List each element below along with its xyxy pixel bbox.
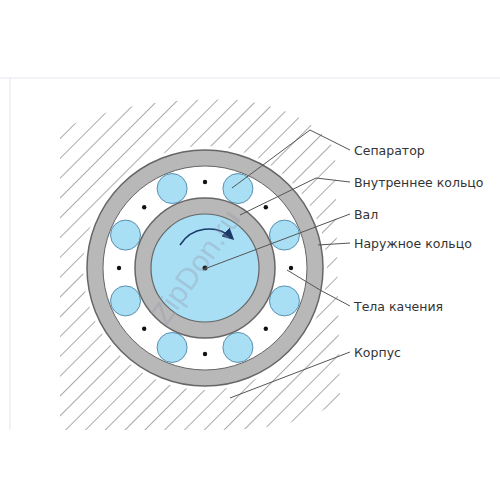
cage-rivet [203,180,207,184]
part-label: Наружное кольцо [354,236,472,251]
frame-line [0,78,500,79]
inner-ring [135,198,275,338]
outer-ring [87,150,323,386]
housing-hatch [60,99,340,430]
rolling-element [269,286,299,316]
rolling-element [157,332,187,362]
rolling-element [111,286,141,316]
leader-lines [207,130,350,398]
cage-rivet [142,205,146,209]
rolling-element [223,332,253,362]
part-label: Корпус [354,345,401,360]
cage-rivet [264,327,268,331]
cage-rivet [264,205,268,209]
rolling-element [223,174,253,204]
cage-rivet [142,327,146,331]
part-label: Внутреннее кольцо [354,175,483,190]
bearing-space [103,166,307,370]
rolling-element [157,174,187,204]
part-label: Вал [354,207,378,222]
cage-rivet [289,266,293,270]
cage-rivet [117,266,121,270]
frame-line [10,78,11,430]
rolling-element [111,220,141,250]
part-label: Сепаратор [354,143,425,158]
cage-rivet [203,352,207,356]
part-label: Тела качения [354,299,443,314]
